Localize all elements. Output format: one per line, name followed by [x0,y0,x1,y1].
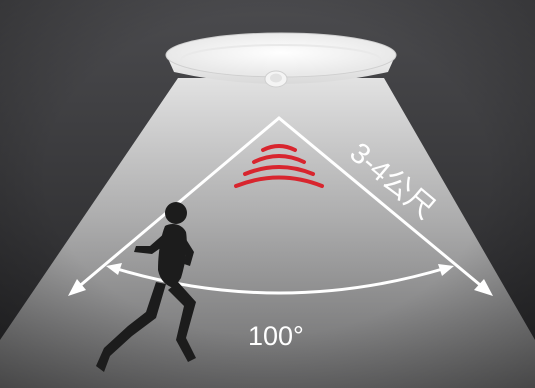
ceiling-light-icon [165,32,397,88]
detection-angle-arc [106,263,454,295]
motion-sensor-icon [264,70,288,88]
radar-signal-icon [234,144,324,188]
angle-label: 100° [248,321,304,351]
running-person-icon [96,202,196,372]
range-arrowheads [68,279,493,296]
